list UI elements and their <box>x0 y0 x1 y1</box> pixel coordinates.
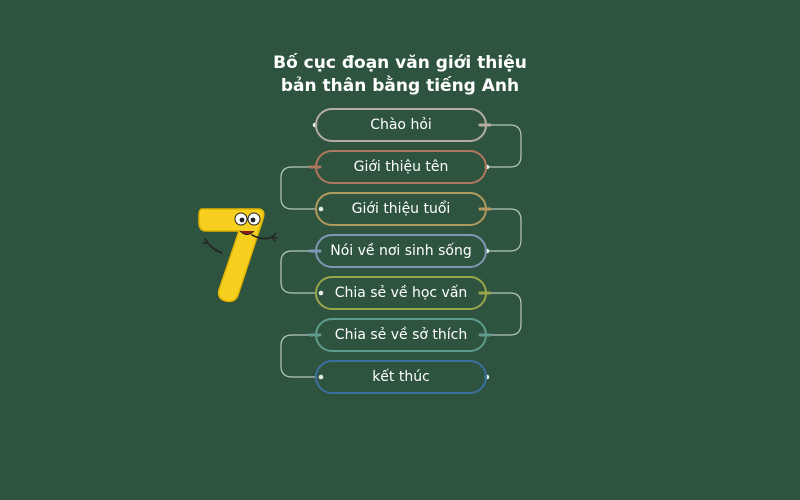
title-line-1: Bố cục đoạn văn giới thiệu <box>273 53 527 73</box>
step-introduce-name: Giới thiệu tên <box>315 150 487 184</box>
step-introduce-age: Giới thiệu tuổi <box>315 192 487 226</box>
step-place-of-living: Nói về nơi sinh sống <box>315 234 487 268</box>
step-greeting: Chào hỏi <box>315 108 487 142</box>
step-education: Chia sẻ về học vấn <box>315 276 487 310</box>
mascot-eyes <box>234 212 261 226</box>
title-line-2: bản thân bằng tiếng Anh <box>280 76 520 96</box>
diagram-title: Bố cục đoạn văn giới thiệu bản thân bằng… <box>200 52 600 98</box>
step-ending: kết thúc <box>315 360 487 394</box>
step-hobbies: Chia sẻ về sở thích <box>315 318 487 352</box>
number-seven-mascot-icon <box>198 208 278 303</box>
